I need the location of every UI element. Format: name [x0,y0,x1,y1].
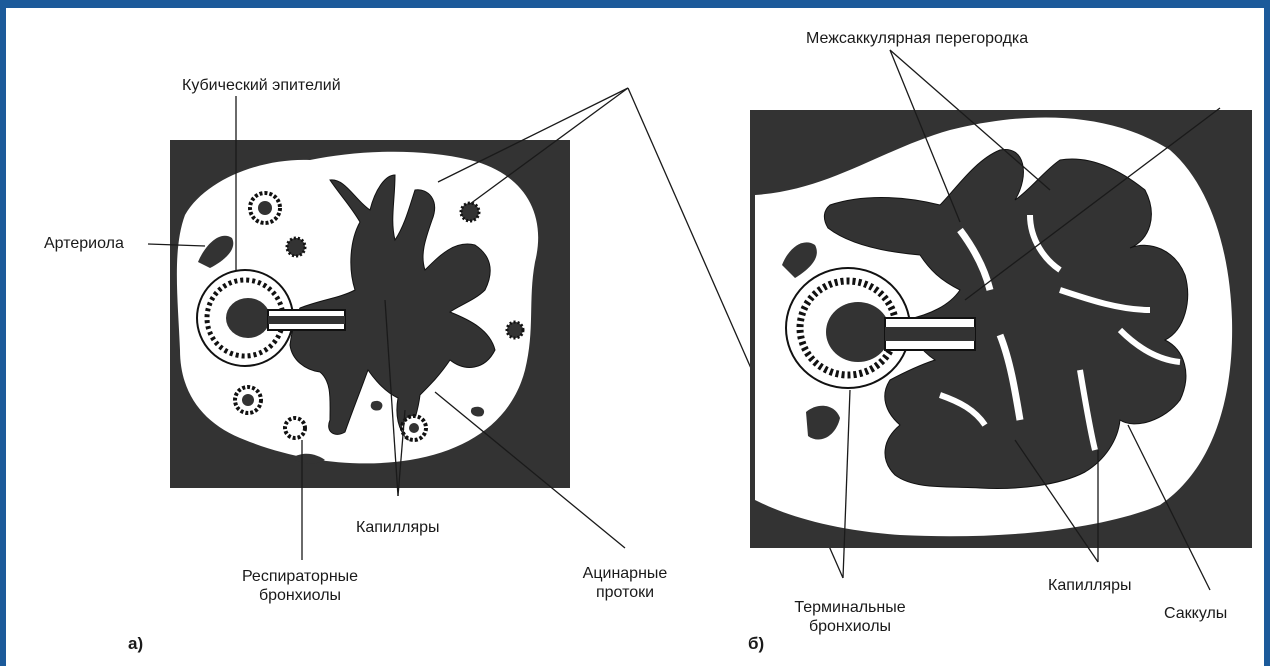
label-capillaries-b: Капилляры [1048,576,1132,595]
panel-b-marker: б) [748,634,764,654]
label-acinar-ducts-line2: протоки [555,583,695,602]
label-acinar-ducts: Ацинарные протоки [555,564,695,602]
label-respiratory-bronchioles-line2: бронхиолы [220,586,380,605]
label-saccules: Саккулы [1164,604,1227,623]
label-acinar-ducts-line1: Ацинарные [555,564,695,583]
label-respiratory-bronchioles-line1: Респираторные [220,567,380,586]
label-arteriole: Артериола [44,234,124,253]
panel-b-illustration [750,110,1252,548]
label-terminal-bronchioles: Терминальные бронхиолы [770,598,930,636]
panel-a-marker: а) [128,634,143,654]
panel-a-illustration [170,140,570,488]
label-cuboidal-epithelium: Кубический эпителий [182,76,341,95]
label-terminal-bronchioles-line2: бронхиолы [770,617,930,636]
label-respiratory-bronchioles: Респираторные бронхиолы [220,567,380,605]
label-terminal-bronchioles-line1: Терминальные [770,598,930,617]
label-capillaries-a: Капилляры [356,518,440,537]
label-intersaccular-septum: Межсаккулярная перегородка [806,29,1028,48]
